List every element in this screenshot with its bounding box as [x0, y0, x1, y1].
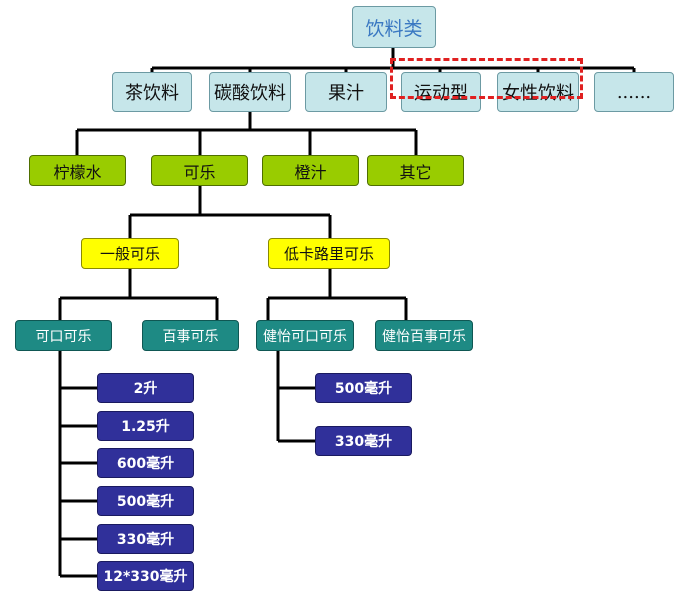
category-more: ......	[594, 72, 674, 112]
category-juice: 果汁	[305, 72, 387, 112]
size-coke-500ml: 500毫升	[97, 486, 194, 516]
brand-diet-coke: 健怡可口可乐	[256, 320, 354, 351]
category-sports: 运动型	[401, 72, 481, 112]
size-coke-1-25l: 1.25升	[97, 411, 194, 441]
node-diet-cola: 低卡路里可乐	[268, 238, 390, 269]
brand-pepsi: 百事可乐	[142, 320, 239, 351]
size-diet-coke-500ml: 500毫升	[315, 373, 412, 403]
category-women: 女性饮料	[497, 72, 579, 112]
root-node: 饮料类	[352, 6, 436, 48]
node-other: 其它	[367, 155, 464, 186]
size-coke-2l: 2升	[97, 373, 194, 403]
brand-coca-cola: 可口可乐	[15, 320, 112, 351]
node-regular-cola: 一般可乐	[81, 238, 179, 269]
size-coke-12x330ml: 12*330毫升	[97, 561, 194, 591]
category-carbonated: 碳酸饮料	[209, 72, 291, 112]
size-coke-330ml: 330毫升	[97, 524, 194, 554]
node-lemonade: 柠檬水	[29, 155, 126, 186]
brand-diet-pepsi: 健怡百事可乐	[375, 320, 473, 351]
node-orange-juice: 橙汁	[262, 155, 359, 186]
category-tea: 茶饮料	[112, 72, 192, 112]
size-diet-coke-330ml: 330毫升	[315, 426, 412, 456]
size-coke-600ml: 600毫升	[97, 448, 194, 478]
node-cola: 可乐	[151, 155, 248, 186]
